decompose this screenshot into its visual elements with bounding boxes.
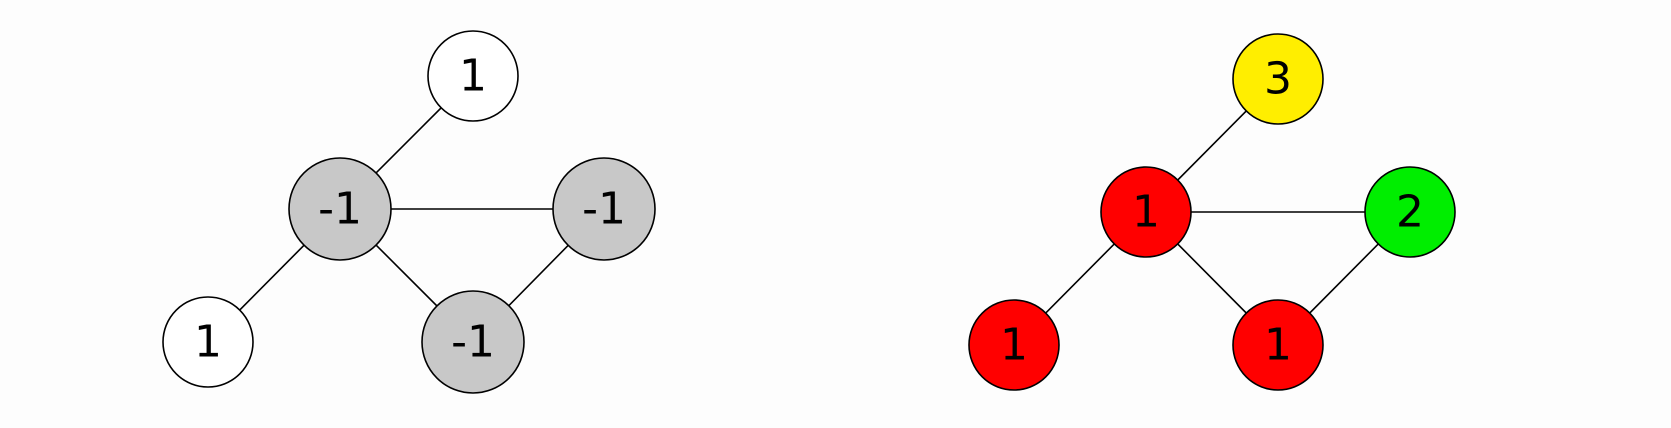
node-circle [1232, 33, 1324, 125]
node-label: -1 [582, 184, 626, 235]
node-right: -1 [552, 157, 656, 261]
node-center: 1 [1100, 166, 1192, 258]
node-bottom-mid: -1 [421, 290, 525, 394]
left-graph: 1 -1 -1 1 -1 [162, 30, 656, 394]
node-bottom-mid: 1 [1232, 299, 1324, 391]
node-label: -1 [318, 184, 362, 235]
node-center: -1 [288, 157, 392, 261]
node-circle [162, 296, 254, 388]
node-label: 2 [1396, 187, 1424, 238]
node-circle [421, 290, 525, 394]
node-label: 1 [194, 317, 222, 368]
node-label: 1 [1132, 187, 1160, 238]
node-circle [1100, 166, 1192, 258]
node-top: 1 [427, 30, 519, 122]
node-label: 1 [1264, 320, 1292, 371]
node-circle [288, 157, 392, 261]
node-label: 3 [1264, 54, 1292, 105]
node-circle [427, 30, 519, 122]
node-bottom-left: 1 [968, 299, 1060, 391]
node-top: 3 [1232, 33, 1324, 125]
node-circle [1232, 299, 1324, 391]
node-circle [552, 157, 656, 261]
node-label: 1 [1000, 320, 1028, 371]
node-bottom-left: 1 [162, 296, 254, 388]
right-graph: 3 1 2 1 1 [968, 33, 1456, 391]
node-label: -1 [451, 317, 495, 368]
node-circle [1364, 166, 1456, 258]
node-circle [968, 299, 1060, 391]
node-label: 1 [459, 51, 487, 102]
node-right: 2 [1364, 166, 1456, 258]
